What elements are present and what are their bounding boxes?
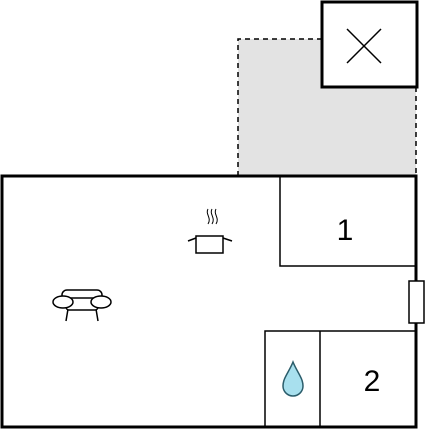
outdoor-area <box>238 39 416 176</box>
sofa-icon <box>52 289 112 322</box>
water-drop-icon <box>282 359 304 397</box>
cooking-pot-icon <box>187 208 233 254</box>
room-1-walls <box>279 176 416 267</box>
outdoor-area-dashed-border <box>237 38 417 176</box>
room-1-label: 1 <box>337 214 354 247</box>
door-icon <box>408 280 425 324</box>
stair-cross-icon <box>320 0 419 89</box>
room-2-label: 2 <box>364 365 381 398</box>
room-2-walls <box>264 330 416 427</box>
